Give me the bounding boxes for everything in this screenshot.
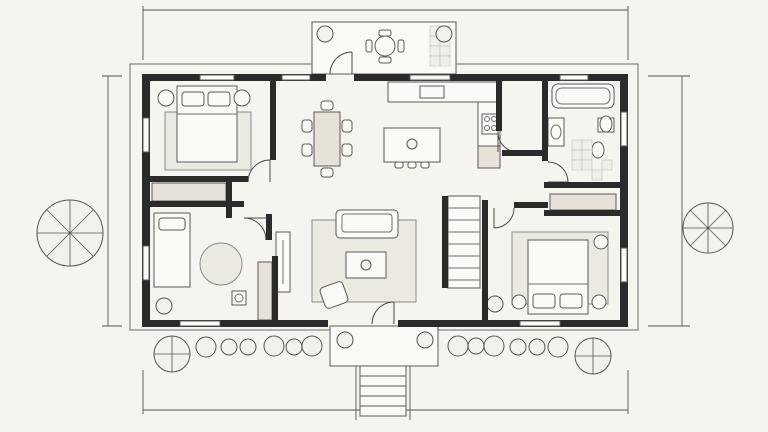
dining-chair — [320, 100, 334, 111]
stool — [420, 161, 430, 169]
tree-right — [682, 202, 734, 254]
nightstand-lamp — [233, 89, 251, 107]
window — [620, 111, 628, 147]
pillow — [207, 91, 231, 107]
planter — [316, 25, 334, 43]
step — [359, 405, 407, 417]
hall-closet — [549, 193, 617, 211]
planter — [416, 331, 434, 349]
step — [359, 375, 407, 387]
dining-chair — [341, 143, 353, 157]
bedroom-bottom-left — [153, 212, 273, 321]
window — [519, 320, 561, 327]
front-porch — [329, 325, 439, 417]
sofa — [335, 209, 399, 239]
bath-sink — [591, 141, 605, 159]
wardrobe — [151, 182, 227, 202]
bedroom-right — [486, 234, 609, 315]
plant — [155, 297, 173, 315]
patio-round-table — [374, 35, 396, 57]
living-dining — [275, 100, 399, 309]
window — [142, 245, 150, 281]
planter — [435, 25, 453, 43]
window — [620, 247, 628, 283]
kitchen — [383, 81, 501, 169]
window — [559, 74, 589, 81]
stool — [394, 161, 404, 169]
pillow — [559, 293, 583, 309]
armchair — [319, 281, 349, 309]
nightstand-lamp — [511, 294, 527, 310]
dining-chair — [341, 119, 353, 133]
bathroom — [547, 83, 617, 211]
stool — [407, 161, 417, 169]
bathtub — [551, 83, 615, 109]
patio-chair — [378, 56, 392, 64]
bath-tiles — [571, 139, 613, 181]
planter — [336, 331, 354, 349]
tree-left — [36, 199, 104, 267]
step — [359, 395, 407, 407]
pillow — [158, 217, 186, 231]
patio-chair — [365, 39, 373, 53]
landscape — [36, 199, 734, 375]
dining-chair — [320, 167, 334, 178]
window — [199, 74, 235, 81]
kitchen-sink — [419, 85, 445, 99]
patio-chair — [397, 39, 405, 53]
walls — [142, 74, 628, 327]
vanity — [547, 117, 565, 147]
step — [359, 365, 407, 377]
window — [409, 74, 451, 81]
patio-door-swing — [329, 51, 353, 75]
rear-patio — [311, 21, 457, 75]
pillow — [181, 91, 205, 107]
bedroom-top-left — [151, 85, 251, 202]
stair — [447, 195, 481, 289]
patio-chair — [378, 29, 392, 37]
pillow — [532, 293, 556, 309]
desk-chair — [231, 290, 247, 306]
dining-chair — [301, 119, 313, 133]
nightstand-lamp — [591, 294, 607, 310]
round-rug — [199, 242, 243, 286]
windows — [142, 74, 628, 327]
window — [179, 320, 221, 327]
window — [281, 74, 311, 81]
window — [142, 117, 150, 153]
nightstand-lamp — [157, 89, 175, 107]
step — [359, 385, 407, 397]
closet — [257, 261, 273, 321]
toilet — [599, 115, 613, 133]
plant — [486, 295, 504, 313]
shrub-row-front — [153, 335, 612, 375]
dining-table — [313, 111, 341, 167]
dining-chair — [301, 143, 313, 157]
side-table — [593, 234, 609, 250]
fridge — [477, 145, 501, 169]
